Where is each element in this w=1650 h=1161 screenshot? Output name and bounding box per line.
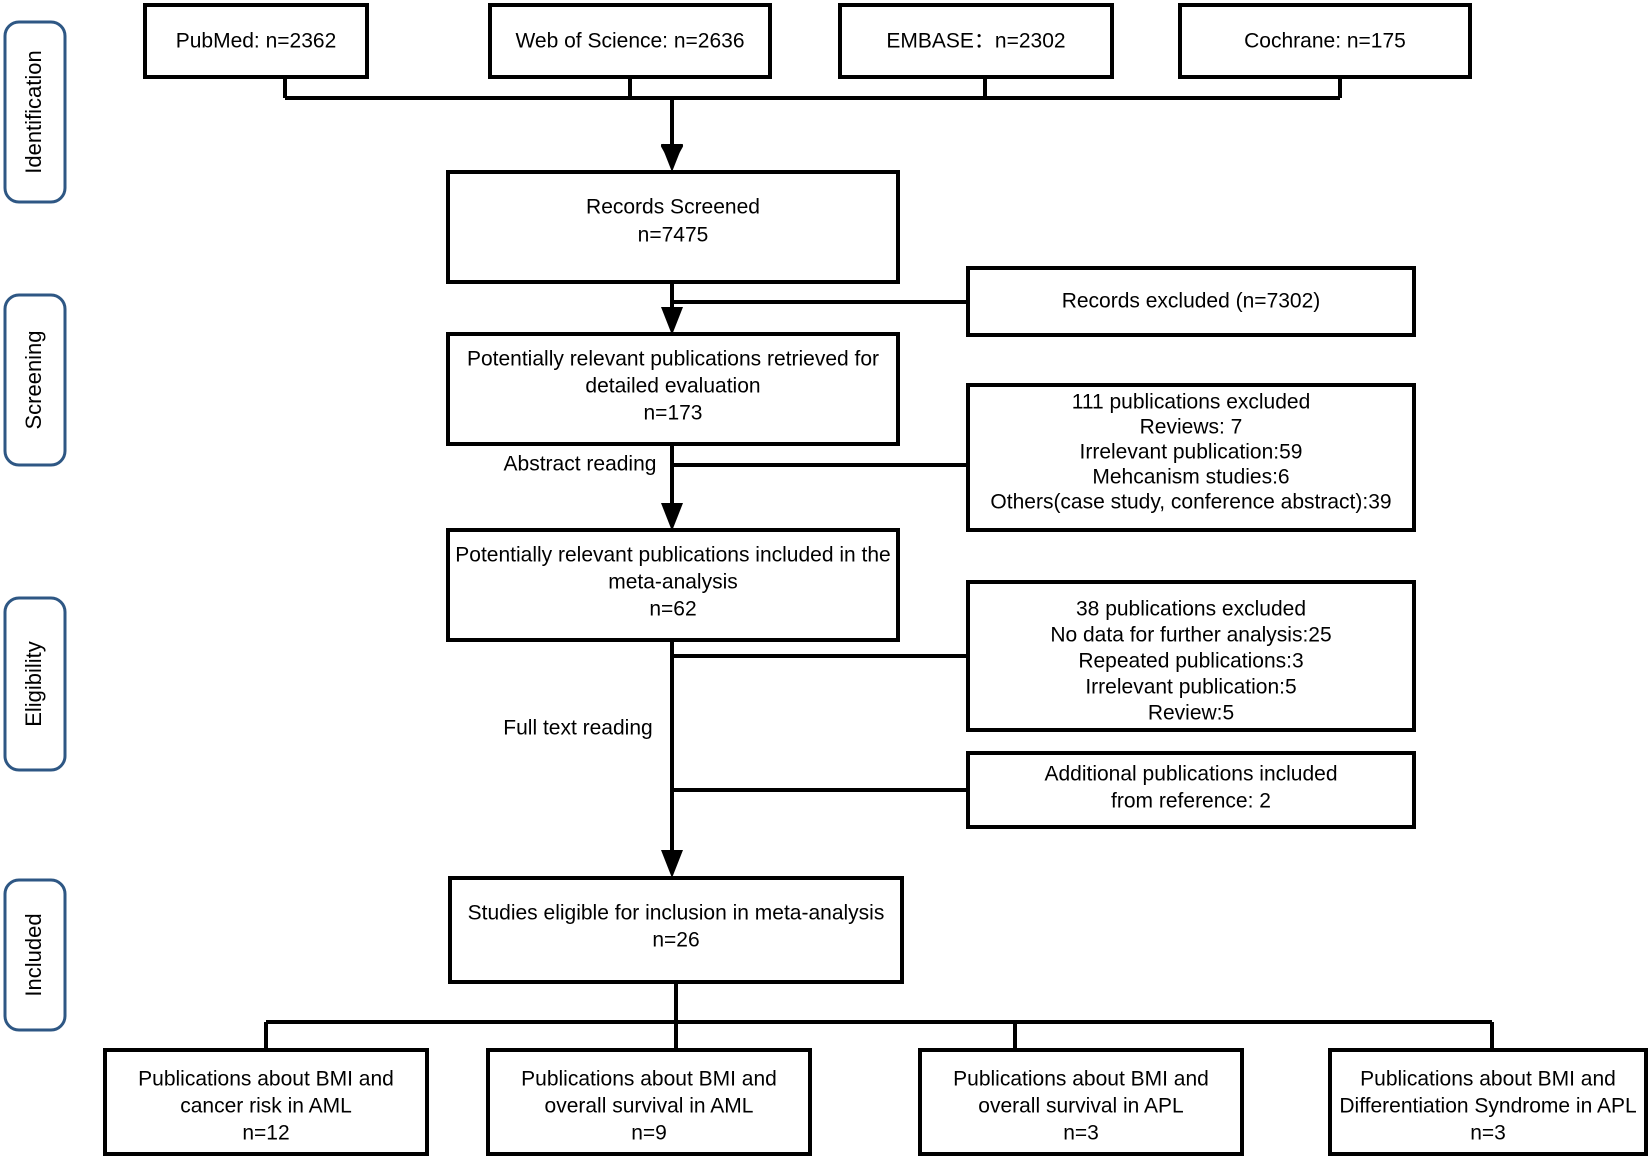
outcome-box-1-line2: cancer risk in AML: [180, 1095, 352, 1118]
outcome-box-3-line1: Publications about BMI and: [953, 1068, 1209, 1091]
excluded-111-rect: [966, 383, 1416, 532]
excluded-38-box: 38 publications excluded No data for fur…: [966, 580, 1416, 732]
stage-label-eligibility-text: Eligibility: [21, 641, 46, 727]
stage-label-screening-text: Screening: [21, 330, 46, 429]
additional-publications-rect: [966, 751, 1416, 829]
excluded-111-box: 111 publications excluded Reviews: 7 Irr…: [966, 383, 1416, 532]
included-meta-box: Potentially relevant publications includ…: [446, 528, 900, 642]
outcome-box-1-line3: n=12: [242, 1122, 289, 1145]
stage-box-included: [3, 878, 67, 1032]
records-screened-line2: n=7475: [638, 224, 709, 247]
included-meta-line2: meta-analysis: [608, 571, 738, 594]
source-box-pubmed-label: PubMed: n=2362: [176, 30, 337, 53]
outcome-box-bmi-ds-apl: Publications about BMI and Differentiati…: [1328, 1048, 1648, 1156]
outcome-box-bmi-os-apl: Publications about BMI and overall survi…: [918, 1048, 1244, 1156]
outcome-box-4-line1: Publications about BMI and: [1360, 1068, 1616, 1091]
excluded-38-rect: [966, 580, 1416, 732]
additional-line1: Additional publications included: [1044, 763, 1337, 786]
stage-box-eligibility: [3, 596, 67, 772]
outcome-box-4-rect: [1328, 1048, 1648, 1156]
stage-label-included-text: Included: [21, 913, 46, 996]
arrowhead-to-eligible-studies: [661, 850, 683, 878]
included-meta-rect: [446, 528, 900, 642]
retrieved-rect: [446, 332, 900, 446]
source-box-embase-rect: [838, 3, 1114, 79]
excluded-38-line2: No data for further analysis:25: [1050, 624, 1331, 647]
eligible-studies-rect: [448, 876, 904, 984]
retrieved-line1: Potentially relevant publications retrie…: [467, 348, 879, 371]
outcome-box-2-line1: Publications about BMI and: [521, 1068, 777, 1091]
eligible-studies-box: Studies eligible for inclusion in meta-a…: [448, 876, 904, 984]
excluded-111-line3: Irrelevant publication:59: [1080, 441, 1303, 464]
source-box-web-of-science-rect: [488, 3, 772, 79]
stage-label-eligibility: Eligibility: [3, 596, 67, 772]
excluded-111-line5: Others(case study, conference abstract):…: [990, 491, 1391, 514]
connector-eligible-to-outcomes: [264, 982, 1494, 1050]
source-box-cochrane-label: Cochrane: n=175: [1244, 30, 1406, 53]
source-box-cochrane: Cochrane: n=175: [1178, 3, 1472, 79]
source-box-embase-label: EMBASE：n=2302: [886, 30, 1065, 53]
included-meta-line1: Potentially relevant publications includ…: [455, 544, 890, 567]
source-box-web-of-science-label: Web of Science: n=2636: [515, 30, 744, 53]
retrieved-line3: n=173: [644, 402, 703, 425]
source-box-pubmed: PubMed: n=2362: [143, 3, 369, 79]
retrieved-line2: detailed evaluation: [585, 375, 760, 398]
records-screened-line1: Records Screened: [586, 196, 760, 219]
outcome-box-3-line2: overall survival in APL: [978, 1095, 1183, 1118]
excluded-111-line4: Mehcanism studies:6: [1092, 466, 1289, 489]
stage-box-identification: [3, 20, 67, 204]
stage-label-included: Included: [3, 878, 67, 1032]
records-screened-box: Records Screened n=7475: [446, 170, 900, 284]
stage-label-screening: Screening: [3, 293, 67, 467]
outcome-box-1-line1: Publications about BMI and: [138, 1068, 394, 1091]
source-box-embase: EMBASE：n=2302: [838, 3, 1114, 79]
outcome-box-bmi-cancer-risk-aml: Publications about BMI and cancer risk i…: [103, 1048, 429, 1156]
records-excluded-box: Records excluded (n=7302): [966, 266, 1416, 337]
arrowhead-to-records-screened: [661, 144, 683, 172]
source-box-web-of-science: Web of Science: n=2636: [488, 3, 772, 79]
retrieved-box: Potentially relevant publications retrie…: [446, 332, 900, 446]
stage-box-screening: [3, 293, 67, 467]
arrowhead-to-retrieved: [661, 307, 683, 335]
arrowhead-to-included-meta: [661, 503, 683, 531]
excluded-38-line1: 38 publications excluded: [1076, 598, 1306, 621]
connector-meta-to-eligible: Full text reading: [503, 640, 968, 878]
outcome-box-2-rect: [486, 1048, 812, 1156]
outcome-box-1-rect: [103, 1048, 429, 1156]
outcome-box-3-rect: [918, 1048, 1244, 1156]
outcome-box-4-line2: Differentiation Syndrome in APL: [1339, 1095, 1636, 1118]
stage-label-identification-text: Identification: [21, 50, 46, 174]
additional-publications-box: Additional publications included from re…: [966, 751, 1416, 829]
edge-label-full-text-reading: Full text reading: [503, 717, 652, 740]
included-meta-line3: n=62: [649, 598, 696, 621]
source-box-cochrane-rect: [1178, 3, 1472, 79]
records-excluded-rect: [966, 266, 1416, 337]
outcome-box-bmi-os-aml: Publications about BMI and overall survi…: [486, 1048, 812, 1156]
outcome-box-4-line3: n=3: [1470, 1122, 1506, 1145]
excluded-38-line5: Review:5: [1148, 702, 1234, 725]
edge-label-abstract-reading: Abstract reading: [504, 453, 657, 476]
excluded-111-line1: 111 publications excluded: [1072, 391, 1311, 414]
stage-label-identification: Identification: [3, 20, 67, 204]
outcome-box-3-line3: n=3: [1063, 1122, 1099, 1145]
source-box-pubmed-rect: [143, 3, 369, 79]
additional-line2: from reference: 2: [1111, 790, 1271, 813]
excluded-38-line4: Irrelevant publication:5: [1085, 676, 1296, 699]
outcome-box-2-line2: overall survival in AML: [545, 1095, 754, 1118]
excluded-111-line2: Reviews: 7: [1140, 416, 1243, 439]
excluded-38-line3: Repeated publications:3: [1078, 650, 1303, 673]
eligible-studies-line2: n=26: [652, 929, 699, 952]
outcome-box-2-line3: n=9: [631, 1122, 667, 1145]
connector-retrieved-to-excluded111: Abstract reading: [504, 444, 968, 531]
eligible-studies-line1: Studies eligible for inclusion in meta-a…: [468, 902, 885, 925]
connector-sources-manifold: [283, 77, 1342, 172]
records-excluded-line1: Records excluded (n=7302): [1062, 290, 1321, 313]
connector-screened-to-excluded: [661, 282, 968, 335]
